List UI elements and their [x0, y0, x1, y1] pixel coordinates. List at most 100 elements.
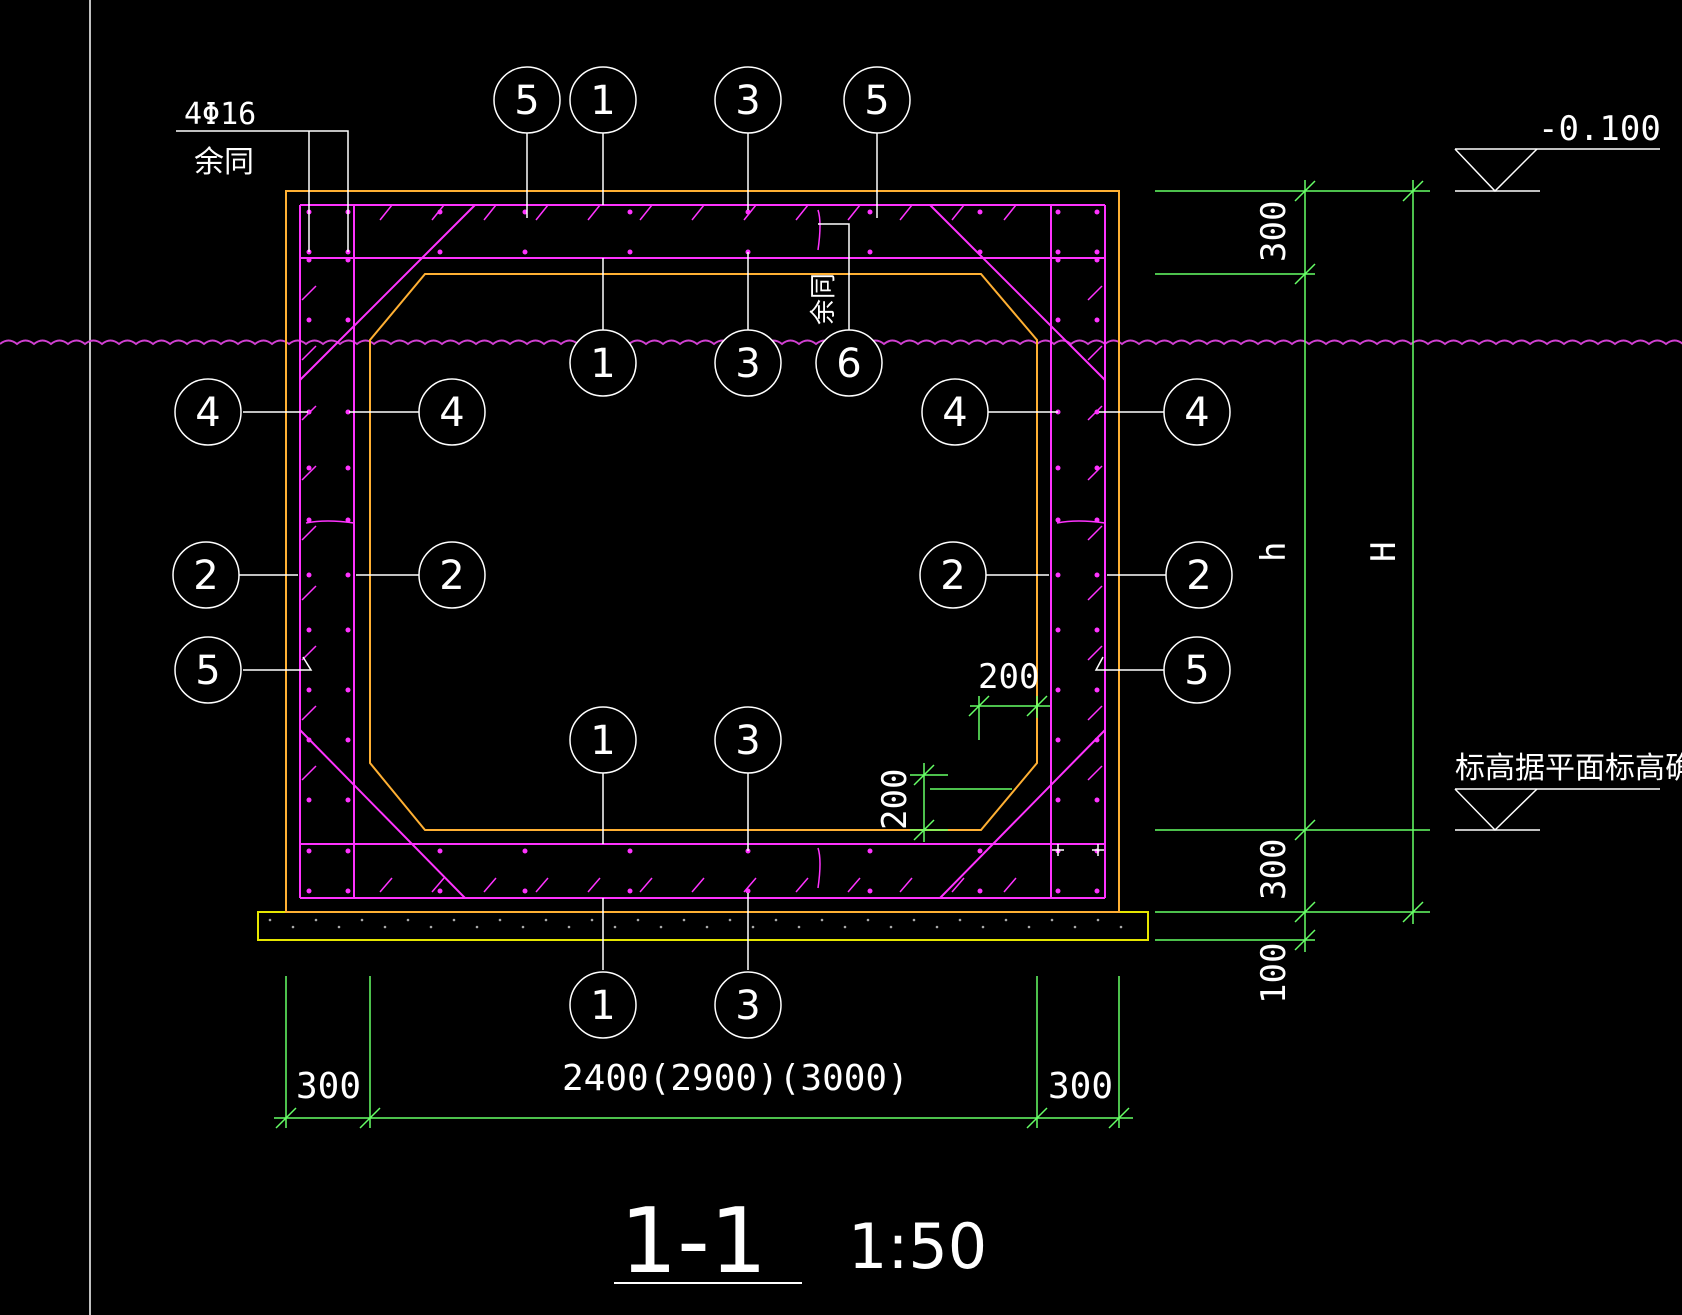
aggregate-dot — [751, 925, 755, 929]
rebar-dot — [745, 888, 751, 894]
hatch-tick — [483, 877, 497, 893]
rebar-dot — [1055, 257, 1061, 263]
rebar-dot — [1094, 409, 1100, 415]
rebar-dot — [345, 737, 351, 743]
rebar-dot — [306, 572, 312, 578]
bubble-label: 4 — [439, 390, 464, 436]
hatch-tick — [431, 877, 445, 893]
hatch-tick — [301, 585, 317, 601]
rebar-dot — [1094, 797, 1100, 803]
rebar-dot — [1055, 797, 1061, 803]
hatch-tick — [1087, 285, 1103, 301]
rebar-dot — [1055, 687, 1061, 693]
aggregate-dot — [429, 925, 433, 929]
rebar-dot — [345, 257, 351, 263]
rebar-dot — [867, 888, 873, 894]
rebar-dot — [1094, 249, 1100, 255]
rebar-dot — [306, 409, 312, 415]
rebar-dot — [1055, 737, 1061, 743]
elevation-markers — [1454, 148, 1660, 832]
dim-inner-h: h — [1254, 542, 1294, 562]
rebar-dot — [522, 848, 528, 854]
rebar-dot — [345, 687, 351, 693]
aggregate-dot — [406, 918, 410, 922]
hatch-tick — [379, 877, 393, 893]
dim-top-slab: 300 — [1254, 201, 1294, 262]
hatch-tick — [899, 877, 913, 893]
bubble-label: 5 — [1184, 648, 1209, 694]
rebar-dot — [1055, 317, 1061, 323]
bubble-label: 2 — [1186, 553, 1211, 599]
rebar-note: 4Φ16 — [184, 97, 256, 132]
rebar-dot — [345, 797, 351, 803]
bubble-label: 2 — [439, 553, 464, 599]
rebar-dot — [1094, 627, 1100, 633]
cross-marks — [1052, 844, 1104, 856]
rebar-dot — [306, 797, 312, 803]
rebar-dot — [1055, 517, 1061, 523]
rebar-dot — [345, 517, 351, 523]
hatch-tick — [795, 877, 809, 893]
rebar-dot — [977, 888, 983, 894]
dim-total-h: H — [1364, 542, 1404, 562]
hatch-tick — [535, 877, 549, 893]
rebar-dot — [1055, 572, 1061, 578]
aggregate-dot — [613, 925, 617, 929]
bubble-label: 3 — [735, 78, 760, 124]
aggregate-dot — [337, 925, 341, 929]
rebar-dot — [627, 888, 633, 894]
hatch-tick — [639, 877, 653, 893]
hatch-tick — [691, 877, 705, 893]
aggregate-dot — [912, 918, 916, 922]
aggregate-dot — [981, 925, 985, 929]
rebar-dot — [522, 888, 528, 894]
rebar-dot — [306, 888, 312, 894]
rebar-dot — [522, 249, 528, 255]
hatch-tick — [1087, 585, 1103, 601]
bubble-label: 6 — [836, 341, 861, 387]
bubble-label: 1 — [590, 983, 615, 1029]
elevation-note: 标高据平面标高确定 — [1455, 751, 1682, 786]
aggregate-dot — [1027, 925, 1031, 929]
dim-bottom-slab: 300 — [1254, 839, 1294, 900]
bubble-label: 4 — [1184, 390, 1209, 436]
aggregate-dot — [705, 925, 709, 929]
rebar-dot — [345, 465, 351, 471]
tie-hooks — [305, 209, 1106, 889]
bubble-label: 4 — [195, 390, 220, 436]
rebar-dot — [306, 465, 312, 471]
hatch-tick — [301, 525, 317, 541]
aggregate-dot — [728, 918, 732, 922]
rebar-dot — [306, 317, 312, 323]
rebar-dot — [345, 572, 351, 578]
rebar-dot — [1094, 888, 1100, 894]
reinforcement — [299, 204, 1106, 899]
rebar-dot — [306, 517, 312, 523]
aggregate-dot — [521, 925, 525, 929]
dimension-lines — [274, 180, 1430, 1129]
aggregate-dot — [889, 925, 893, 929]
aggregate-dot — [1119, 925, 1123, 929]
rebar-dot — [345, 409, 351, 415]
bubble-label: 2 — [193, 553, 218, 599]
bubble-label: 5 — [195, 648, 220, 694]
dim-left-wall: 300 — [296, 1066, 361, 1107]
rebar-dot — [1094, 209, 1100, 215]
hatch-tick — [1087, 705, 1103, 721]
concrete-hatch — [301, 204, 1103, 893]
aggregate-dot — [452, 918, 456, 922]
bubble-label: 1 — [590, 718, 615, 764]
dimension-texts: 300 300 100 h H 200 200 300 2400(2900)(3… — [296, 201, 1404, 1107]
hatch-tick — [535, 204, 549, 221]
rebar-dot — [1055, 888, 1061, 894]
rebar-dot — [1055, 209, 1061, 215]
rebar-dot — [627, 209, 633, 215]
rebar-dot — [627, 249, 633, 255]
aggregate-dot — [1050, 918, 1054, 922]
bubble-label: 4 — [942, 390, 967, 436]
rebar-dot — [306, 257, 312, 263]
hatch-tick — [847, 204, 861, 221]
aggregate-dot — [475, 925, 479, 929]
bubble-label: 5 — [514, 78, 539, 124]
